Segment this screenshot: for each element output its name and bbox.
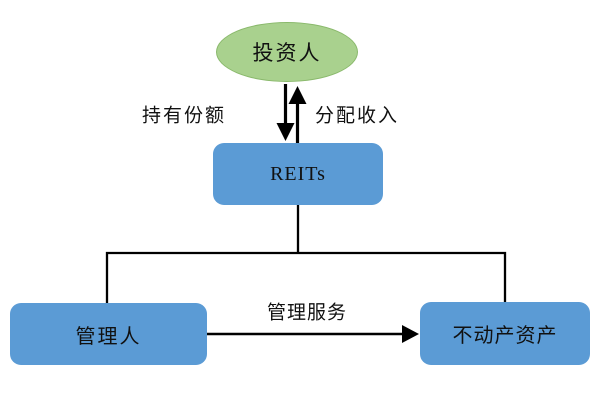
arrow-distribute-income — [288, 86, 307, 143]
node-reits: REITs — [213, 143, 383, 205]
arrow-management-service — [207, 325, 419, 343]
node-asset-label: 不动产资产 — [452, 325, 558, 347]
edge-label-hold-shares: 持有份额 — [141, 105, 227, 127]
node-manager-label: 管理人 — [75, 325, 142, 348]
elbow-connector — [105, 205, 507, 303]
node-manager: 管理人 — [10, 303, 207, 365]
edge-label-distribute-income: 分配收入 — [314, 105, 400, 127]
node-investor-label: 投资人 — [252, 41, 322, 65]
node-asset: 不动产资产 — [420, 302, 590, 365]
edge-label-management-service: 管理服务 — [266, 302, 348, 324]
arrow-hold-shares — [276, 84, 295, 141]
node-investor: 投资人 — [216, 22, 358, 82]
node-reits-label: REITs — [270, 162, 326, 185]
